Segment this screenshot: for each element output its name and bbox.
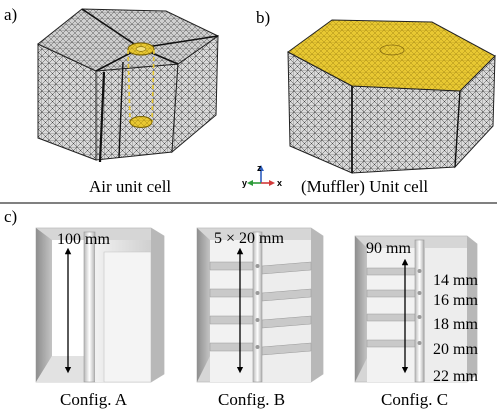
panel-a: a) Air unit cell <box>4 5 219 196</box>
config-c-spacing-3: 18 mm <box>433 316 478 333</box>
config-a-caption: Config. A <box>60 390 128 409</box>
config-a-dimension: 100 mm <box>57 231 110 248</box>
config-b: 5 × 20 mm Config. B <box>196 227 324 409</box>
x-axis-label: x <box>277 178 282 188</box>
config-b-caption: Config. B <box>218 390 285 409</box>
config-c-spacing-1: 14 mm <box>433 272 478 289</box>
config-b-dimension: 5 × 20 mm <box>214 230 284 247</box>
y-axis-label: y <box>242 178 247 188</box>
air-unit-cell-mesh <box>37 8 219 163</box>
muffler-unit-cell-caption: (Muffler) Unit cell <box>301 177 428 196</box>
config-c-dimension: 90 mm <box>366 240 411 257</box>
panel-a-label: a) <box>4 5 17 24</box>
air-unit-cell-caption: Air unit cell <box>89 177 171 196</box>
config-c-caption: Config. C <box>381 390 448 409</box>
config-c: 90 mm 14 mm 16 mm 18 mm 20 mm 22 mm Conf… <box>354 235 478 409</box>
panel-b: b) (Muffler) Unit cell <box>256 8 496 196</box>
config-a: 100 mm Config. A <box>35 227 165 409</box>
coordinate-axes: z y x <box>242 163 282 188</box>
config-c-spacing-4: 20 mm <box>433 341 478 358</box>
config-c-spacing-2: 16 mm <box>433 292 478 309</box>
z-axis-label: z <box>257 163 262 173</box>
panel-c-label: c) <box>4 207 17 226</box>
muffler-unit-cell-mesh <box>287 19 496 174</box>
panel-b-label: b) <box>256 8 270 27</box>
config-c-spacing-5: 22 mm <box>433 368 478 385</box>
